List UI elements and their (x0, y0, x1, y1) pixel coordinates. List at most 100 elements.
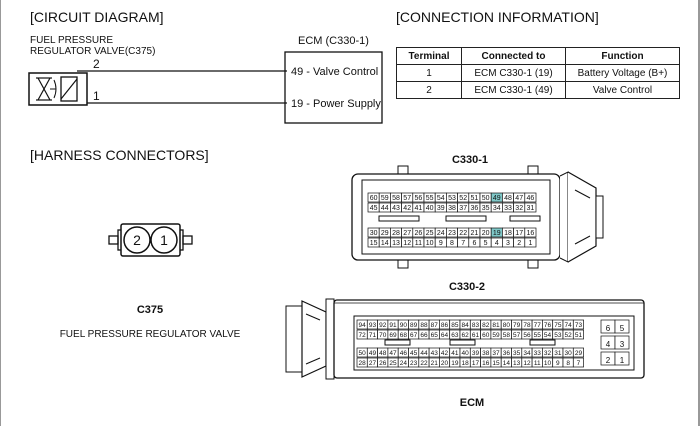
pin-number: 21 (431, 360, 439, 367)
pin-number: 44 (381, 205, 389, 212)
c375-pin-2: 2 (133, 232, 141, 248)
table-row: 1 ECM C330-1 (19) Battery Voltage (B+) (396, 64, 680, 82)
pin-number: 22 (459, 230, 467, 237)
pin-number: 14 (381, 240, 389, 247)
pin-number: 26 (415, 230, 423, 237)
pin-number: 89 (410, 322, 418, 329)
pin-number: 64 (441, 332, 449, 339)
pin-number: 21 (471, 230, 479, 237)
pin-number: 58 (503, 332, 511, 339)
pin-number: 4 (606, 340, 611, 349)
pin-number: 15 (370, 240, 378, 247)
pin-number: 5 (484, 240, 488, 247)
pin-number: 48 (504, 195, 512, 202)
pin-number: 51 (471, 195, 479, 202)
pin-cell (524, 202, 537, 213)
pin-number: 51 (575, 332, 583, 339)
pin-number: 55 (426, 195, 434, 202)
pin-number: 10 (426, 240, 434, 247)
pin-number: 31 (527, 205, 535, 212)
pin-number: 52 (459, 195, 467, 202)
pin-number: 82 (482, 322, 490, 329)
pin-number: 46 (527, 195, 535, 202)
pin-number: 3 (506, 240, 510, 247)
pin-number: 78 (523, 322, 531, 329)
pin-number: 19 (451, 360, 459, 367)
pin-number: 28 (392, 230, 400, 237)
pin-number: 1 (528, 240, 532, 247)
pin-number: 80 (503, 322, 511, 329)
pin-number: 86 (441, 322, 449, 329)
pin-number: 71 (369, 332, 377, 339)
pin-number: 7 (577, 360, 581, 367)
pin-number: 74 (565, 322, 573, 329)
pin-number: 47 (515, 195, 523, 202)
pin-number: 25 (426, 230, 434, 237)
pin-number: 24 (437, 230, 445, 237)
pin-number: 90 (400, 322, 408, 329)
pin-number: 91 (389, 322, 397, 329)
pin-number: 56 (415, 195, 423, 202)
header-connected-to: Connected to (461, 47, 566, 65)
pin-cell (614, 335, 630, 350)
pin-number: 38 (448, 205, 456, 212)
pin-number: 65 (431, 332, 439, 339)
pin-number: 58 (392, 195, 400, 202)
pin-number: 92 (379, 322, 387, 329)
pin-number: 61 (472, 332, 480, 339)
pin-number: 43 (431, 350, 439, 357)
pin-number: 9 (556, 360, 560, 367)
pin-number: 39 (437, 205, 445, 212)
pin-number: 6 (606, 324, 611, 333)
ecm-caption: ECM (460, 397, 484, 409)
pin-number: 2 (517, 240, 521, 247)
pin-cell (572, 329, 584, 340)
circuit-diagram: FUEL PRESSURE REGULATOR VALVE(C375) ECM … (28, 35, 383, 124)
wire-num-2: 2 (93, 57, 100, 71)
pin-number: 5 (620, 324, 625, 333)
pin-number: 16 (482, 360, 490, 367)
pin-number: 13 (392, 240, 400, 247)
pin-number: 43 (392, 205, 400, 212)
pin-number: 52 (565, 332, 573, 339)
cell-terminal: 2 (396, 81, 462, 99)
c375-code: C375 (137, 304, 163, 316)
pin-number: 24 (400, 360, 408, 367)
pin-number: 66 (420, 332, 428, 339)
pin-number: 59 (381, 195, 389, 202)
pin-number: 17 (472, 360, 480, 367)
pin-number: 70 (379, 332, 387, 339)
pin-number: 34 (493, 205, 501, 212)
pin-number: 1 (620, 356, 625, 365)
solenoid-valve-icon (28, 72, 88, 106)
c330-2-title: C330-2 (449, 281, 485, 293)
pin-number: 88 (420, 322, 428, 329)
pin-number: 42 (403, 205, 411, 212)
pin-cell (614, 351, 630, 366)
pin-number: 46 (400, 350, 408, 357)
pin-number: 48 (379, 350, 387, 357)
pin-number: 8 (450, 240, 454, 247)
pin-number: 57 (403, 195, 411, 202)
pin-number: 19 (493, 230, 501, 237)
header-terminal: Terminal (396, 47, 462, 65)
pin-number: 33 (504, 205, 512, 212)
table-header-row: Terminal Connected to Function (396, 47, 680, 65)
pin-cell (524, 192, 537, 203)
pin-number: 93 (369, 322, 377, 329)
cell-function: Battery Voltage (B+) (565, 64, 680, 82)
pin-number: 40 (426, 205, 434, 212)
valve-label-line2: REGULATOR VALVE(C375) (30, 46, 155, 57)
pin-number: 41 (415, 205, 423, 212)
pin-number: 60 (482, 332, 490, 339)
cell-function: Valve Control (565, 81, 680, 99)
header-function: Function (565, 47, 680, 65)
pin-number: 47 (389, 350, 397, 357)
pin-number: 11 (534, 360, 541, 367)
pin-number: 6 (472, 240, 476, 247)
pin-cell (524, 227, 537, 238)
pin-number: 56 (523, 332, 531, 339)
